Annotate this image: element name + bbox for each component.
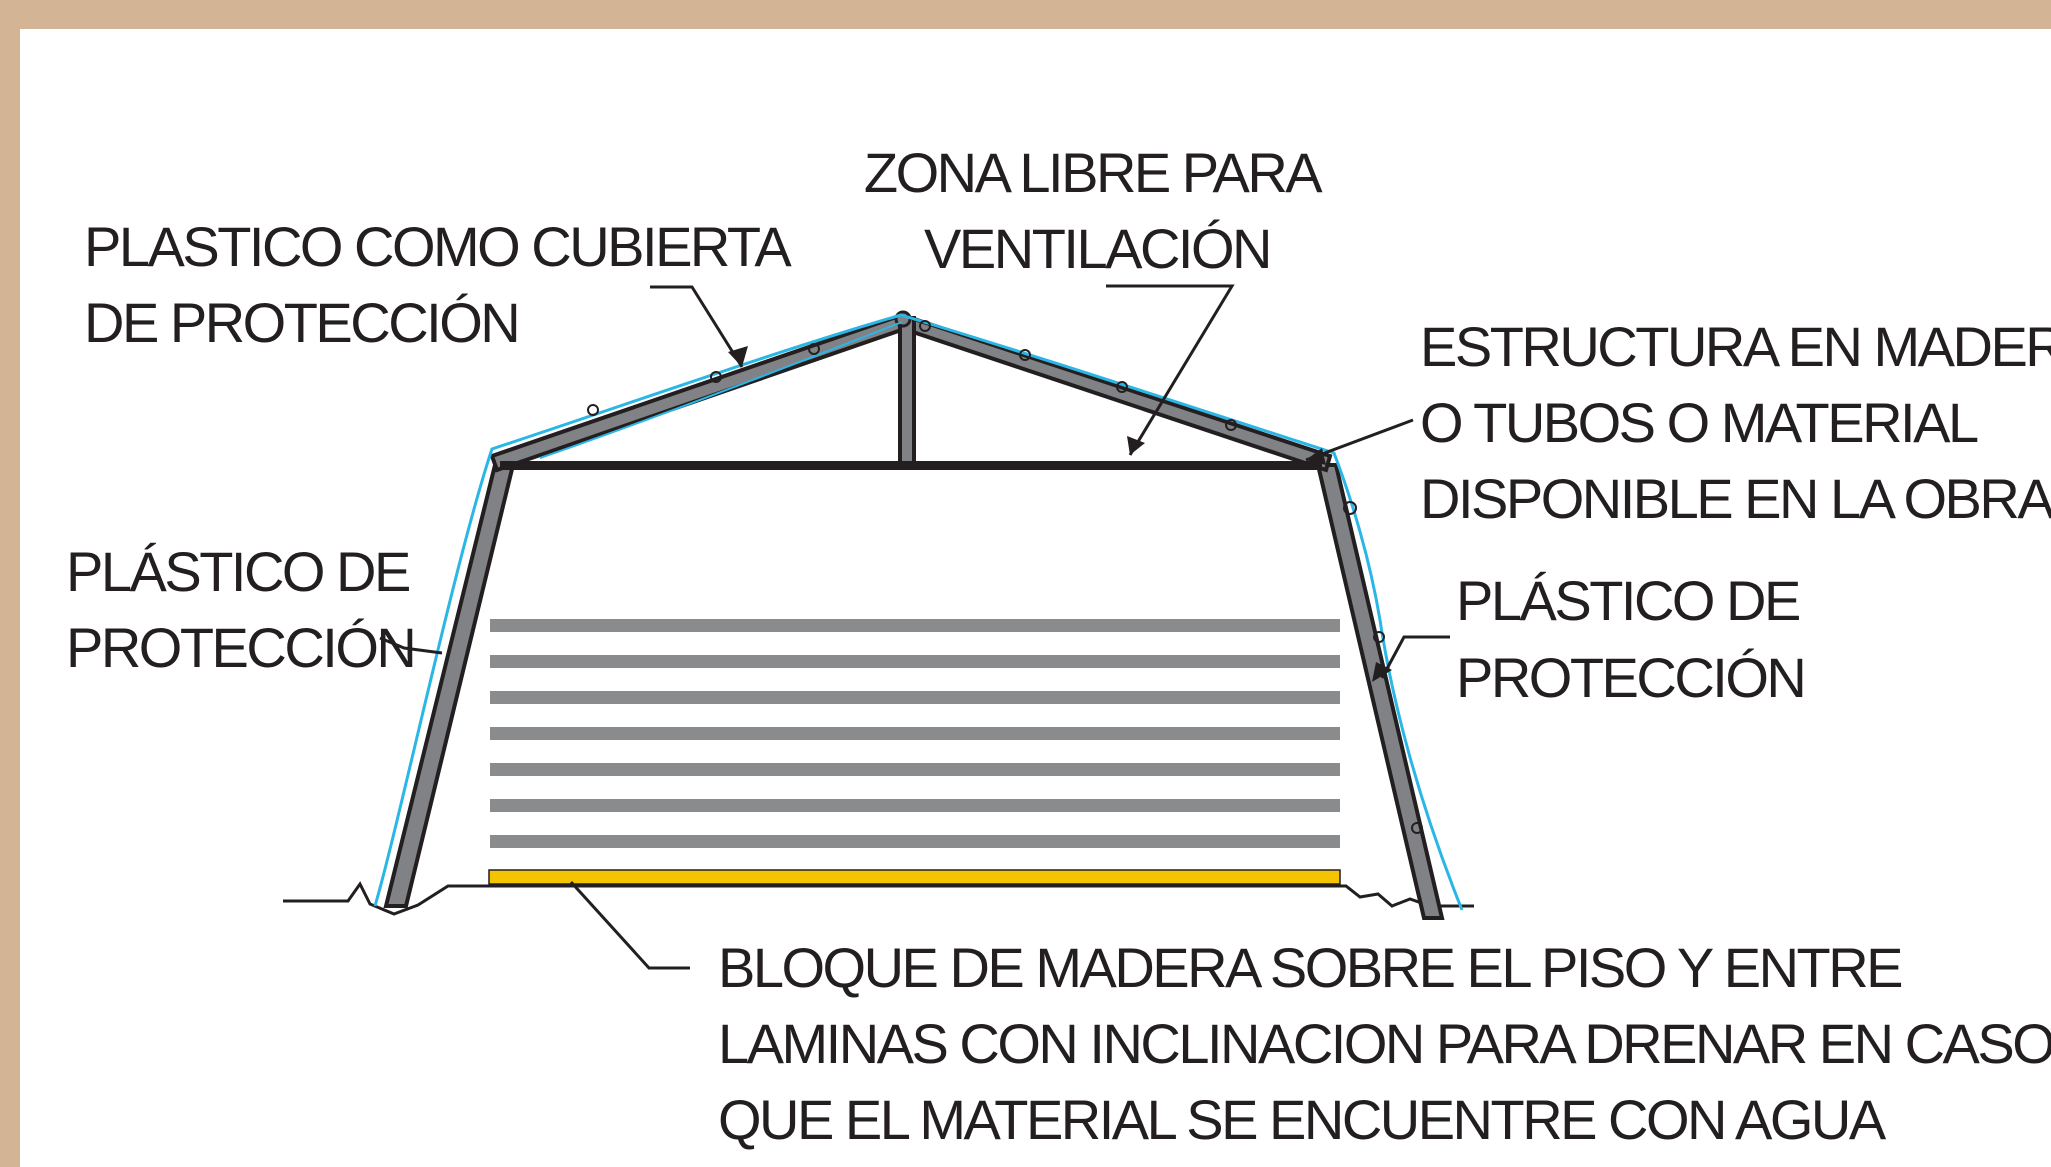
left-rafter (489, 312, 907, 473)
structure-label: ESTRUCTURA EN MADERA O TUBOS O MATERIAL … (1420, 315, 2051, 530)
stacked-sheet (490, 691, 1340, 704)
stacked-sheets (490, 619, 1340, 848)
stacked-sheet (490, 727, 1340, 740)
right-rafter (899, 312, 1333, 473)
leader-left-plastic (379, 636, 443, 655)
stacked-sheet (490, 619, 1340, 632)
tie-beam (500, 461, 1322, 470)
roof-cover-label: PLASTICO COMO CUBIERTA DE PROTECCIÓN (84, 215, 799, 354)
plastic-ties (587, 320, 1423, 834)
leader-ventilation (1106, 284, 1235, 456)
leader-wood-block (569, 880, 690, 970)
leader-lines (379, 284, 1450, 970)
leader-right-plastic (1380, 635, 1450, 679)
stacked-sheet (490, 763, 1340, 776)
right-plastic-label: PLÁSTICO DE PROTECCIÓN (1456, 569, 1812, 709)
plastic-cover-line (373, 313, 1464, 911)
stacked-sheet (490, 835, 1340, 848)
stacked-sheet (490, 655, 1340, 668)
leader-roof-cover (650, 285, 744, 368)
wood-block (488, 869, 1341, 885)
ground-line (283, 881, 1474, 916)
leader-structure (1305, 418, 1414, 462)
plastic-cover-inner-line (539, 321, 903, 459)
stacked-sheet (490, 799, 1340, 812)
king-post (898, 316, 916, 466)
right-post (1315, 463, 1445, 920)
left-plastic-label: PLÁSTICO DE PROTECCIÓN (66, 540, 422, 679)
ventilation-label: ZONA LIBRE PARA VENTILACIÓN (864, 141, 1330, 280)
wood-block-label: BLOQUE DE MADERA SOBRE EL PISO Y ENTRE L… (718, 936, 2051, 1151)
diagram-panel (20, 29, 2051, 1167)
